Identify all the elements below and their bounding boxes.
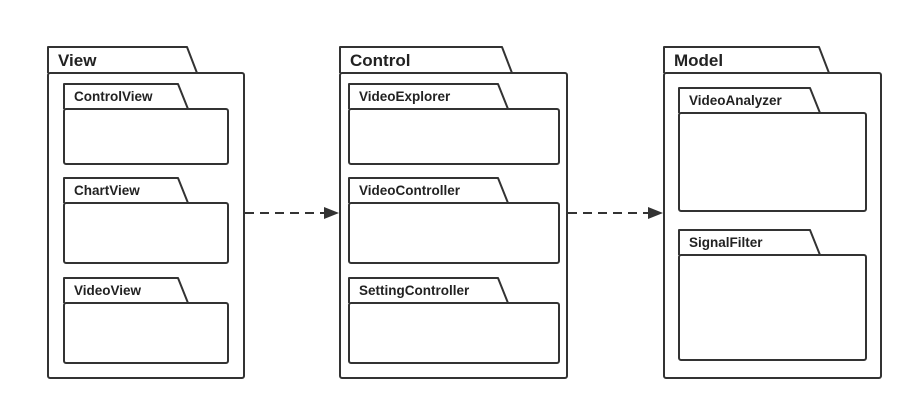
subpackage-settingcontroller-tab	[348, 277, 509, 304]
subpackage-controlview-tab	[63, 83, 189, 110]
subpackage-settingcontroller-body	[348, 302, 560, 364]
subpackage-chartview-body	[63, 202, 229, 264]
subpackage-videoanalyzer-body	[678, 112, 867, 212]
package-control-title: Control	[350, 51, 410, 70]
subpackage-videoview-title: VideoView	[74, 283, 142, 298]
subpackage-controlview: ControlView	[63, 83, 229, 165]
package-model-tab	[663, 46, 830, 74]
package-view-title: View	[58, 51, 97, 70]
subpackage-settingcontroller: SettingController	[348, 277, 560, 364]
subpackage-signalfilter-title: SignalFilter	[689, 235, 763, 250]
subpackage-videocontroller-tab	[348, 177, 509, 204]
subpackage-videoexplorer: VideoExplorer	[348, 83, 560, 165]
subpackage-videoexplorer-body	[348, 108, 560, 165]
package-view-tab	[47, 46, 198, 74]
package-model-title: Model	[674, 51, 723, 70]
subpackage-videocontroller-body	[348, 202, 560, 264]
subpackage-controlview-title: ControlView	[74, 89, 153, 104]
dependency-control-to-model-arrowhead	[648, 207, 663, 219]
package-model: Model VideoAnalyzer SignalFilter	[663, 46, 882, 379]
subpackage-videoexplorer-tab	[348, 83, 509, 110]
dependency-view-to-control	[245, 207, 339, 219]
subpackage-videoexplorer-title: VideoExplorer	[359, 89, 451, 104]
package-control-tab	[339, 46, 513, 74]
dependency-control-to-model	[568, 207, 663, 219]
subpackage-videoanalyzer: VideoAnalyzer	[678, 87, 867, 212]
subpackage-signalfilter: SignalFilter	[678, 229, 867, 361]
subpackage-signalfilter-body	[678, 254, 867, 361]
subpackage-settingcontroller-title: SettingController	[359, 283, 470, 298]
subpackage-controlview-body	[63, 108, 229, 165]
dependency-view-to-control-arrowhead	[324, 207, 339, 219]
subpackage-chartview-tab	[63, 177, 189, 204]
subpackage-videoanalyzer-title: VideoAnalyzer	[689, 93, 783, 108]
subpackage-videocontroller: VideoController	[348, 177, 560, 264]
subpackage-videoview-body	[63, 302, 229, 364]
subpackage-videoanalyzer-tab	[678, 87, 821, 114]
package-control: Control VideoExplorer VideoController Se…	[339, 46, 568, 379]
subpackage-videoview-tab	[63, 277, 189, 304]
subpackage-chartview: ChartView	[63, 177, 229, 264]
package-view: View ControlView ChartView VideoView	[47, 46, 245, 379]
subpackage-videoview: VideoView	[63, 277, 229, 364]
subpackage-signalfilter-tab	[678, 229, 821, 256]
subpackage-chartview-title: ChartView	[74, 183, 140, 198]
subpackage-videocontroller-title: VideoController	[359, 183, 461, 198]
